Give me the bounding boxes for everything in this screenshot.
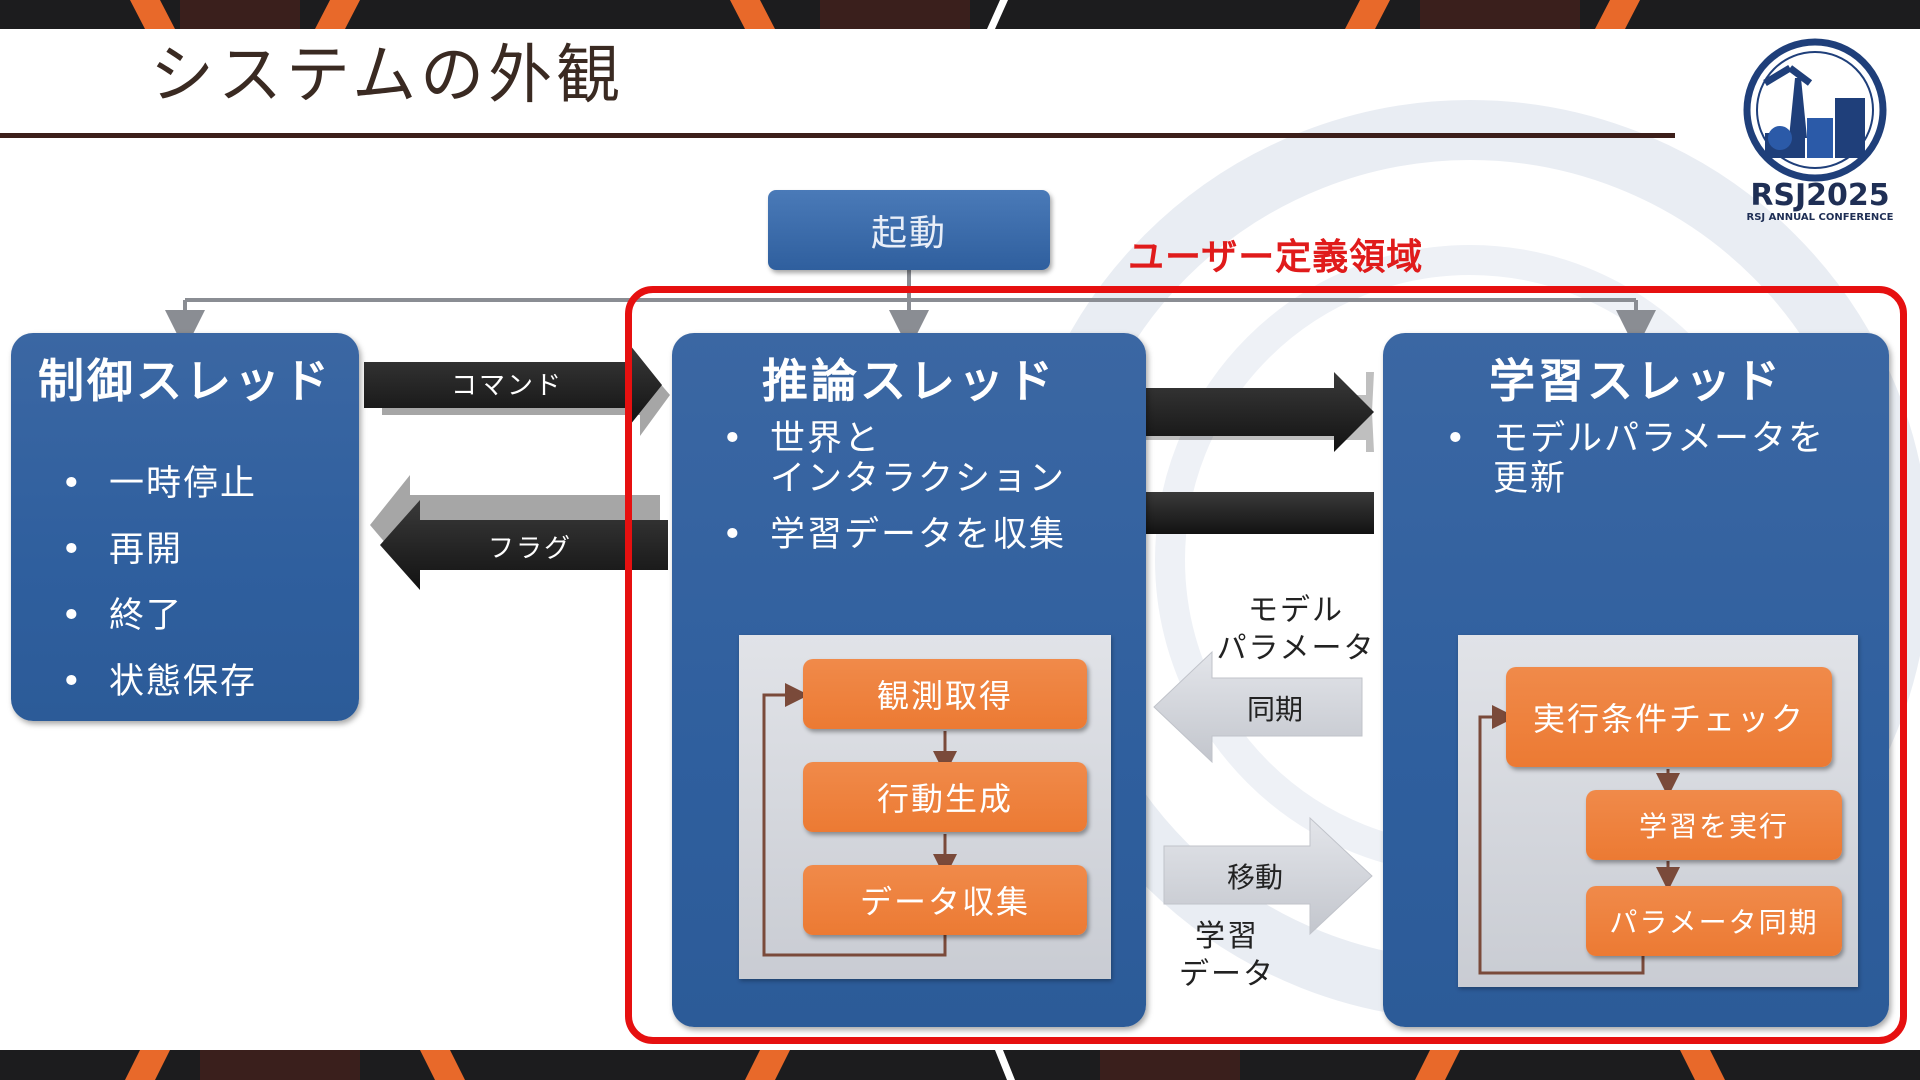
inference-item-collect: 学習データを収集 (722, 515, 1066, 555)
logo-text: RSJ2025 (1750, 178, 1890, 213)
inference-thread-box: 推論スレッド 世界と インタラクション 学習データを収集 観測取得 行動生成 デ… (672, 333, 1146, 1027)
start-distribution-lines (165, 270, 1656, 350)
title-underline (0, 133, 1675, 138)
run-training-button[interactable]: 学習を実行 (1586, 790, 1842, 860)
learning-loop-panel: 実行条件チェック 学習を実行 パラメータ同期 (1458, 635, 1858, 987)
sync-arrow (1153, 650, 1363, 764)
learning-thread-title: 学習スレッド (1489, 354, 1783, 408)
page-title: システムの外観 (150, 39, 625, 113)
control-item-pause: 一時停止 (61, 451, 257, 517)
rsj-logo-icon (1743, 38, 1887, 182)
learning-item-update: モデルパラメータを 更新 (1445, 419, 1825, 499)
sync-label: 同期 (1246, 693, 1303, 726)
flag-label: フラグ (487, 534, 572, 564)
learning-loop-connectors (1478, 705, 1680, 975)
bottom-decor-bar (0, 1050, 1920, 1080)
flag-arrow (370, 475, 668, 590)
model-parameter-label: モデル パラメータ (1216, 593, 1376, 666)
inference-thread-items: 世界と インタラクション 学習データを収集 (722, 419, 1066, 555)
command-arrow (364, 345, 670, 436)
control-thread-title: 制御スレッド (38, 354, 332, 408)
start-button[interactable]: 起動 (768, 190, 1050, 270)
control-item-exit: 終了 (61, 583, 257, 649)
inference-loop-panel: 観測取得 行動生成 データ収集 (739, 635, 1111, 979)
move-arrow (1163, 816, 1373, 936)
generate-action-button[interactable]: 行動生成 (803, 762, 1087, 832)
control-item-save-state: 状態保存 (61, 649, 257, 715)
learning-to-inference-arrow (1146, 492, 1374, 534)
bottom-decor-pattern (125, 1050, 1725, 1080)
rsj-logo: RSJ2025 RSJ ANNUAL CONFERENCE (1735, 38, 1905, 228)
check-conditions-button[interactable]: 実行条件チェック (1506, 667, 1832, 767)
logo-subtext: RSJ ANNUAL CONFERENCE (1746, 212, 1894, 223)
inference-item-interact: 世界と インタラクション (722, 419, 1066, 499)
control-thread-box: 制御スレッド 一時停止 再開 終了 状態保存 (11, 333, 359, 721)
user-defined-region-frame (625, 286, 1907, 1044)
top-decor-pattern (130, 0, 1640, 29)
move-label: 移動 (1226, 861, 1283, 894)
user-defined-region-label: ユーザー定義領域 (1128, 237, 1424, 278)
collect-data-button[interactable]: データ収集 (803, 865, 1087, 935)
observe-button[interactable]: 観測取得 (803, 659, 1087, 729)
command-label: コマンド (450, 371, 563, 401)
control-item-resume: 再開 (61, 517, 257, 583)
learning-thread-items: モデルパラメータを 更新 (1445, 419, 1825, 499)
inference-loop-connectors (762, 683, 957, 957)
inference-to-learning-arrow (1146, 372, 1374, 452)
sync-parameters-button[interactable]: パラメータ同期 (1586, 886, 1842, 956)
control-thread-items: 一時停止 再開 終了 状態保存 (61, 451, 257, 715)
top-decor-bar (0, 0, 1920, 29)
learning-data-label: 学習 データ (1179, 919, 1275, 992)
learning-thread-box: 学習スレッド モデルパラメータを 更新 実行条件チェック 学習を実行 パラメータ… (1383, 333, 1889, 1027)
inference-thread-title: 推論スレッド (762, 354, 1056, 408)
